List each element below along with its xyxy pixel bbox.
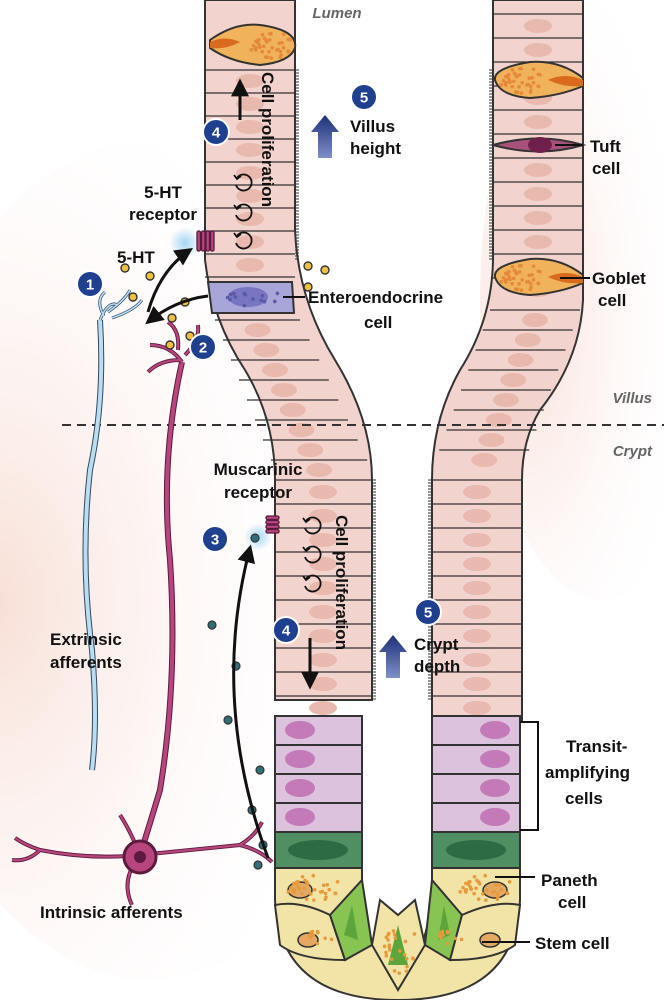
serotonin-receptor-label-line1: 5-HT [144, 183, 182, 202]
villus-height-up-arrow [311, 115, 339, 158]
cell-proliferation-label-bottom: Cell proliferation [332, 515, 351, 650]
serotonin-to-receptor-arrow [146, 248, 193, 313]
step-3-number: 3 [211, 532, 219, 549]
crypt-depth-up-arrow [379, 635, 407, 678]
step-4-number-top: 4 [212, 125, 221, 142]
region-villus-label: Villus [613, 390, 652, 407]
muscarinic-receptor [265, 515, 280, 534]
intrinsic-afferents-label: Intrinsic afferents [40, 903, 183, 922]
leader-lines [283, 144, 590, 943]
goblet-cell-label-line2: cell [598, 291, 626, 310]
transit-amplifying-label-line2: amplifying [545, 763, 630, 782]
villus-height-label-line2: height [350, 139, 401, 158]
muscarinic-receptor-label-line2: receptor [224, 483, 292, 502]
enteroendocrine-label-line1: Enteroendocrine [308, 288, 443, 307]
left-villus-cells [205, 69, 372, 715]
acetylcholine-particles [207, 533, 268, 870]
serotonin-label: 5-HT [117, 248, 155, 267]
crypt-base [273, 715, 522, 1000]
dark-stem-nucleus-right [446, 840, 506, 860]
serotonin-receptor-label-line2: receptor [129, 205, 197, 224]
step-2-number: 2 [199, 340, 207, 357]
tuft-cell-label-line2: cell [592, 159, 620, 178]
step-1-number: 1 [86, 277, 94, 294]
goblet-cell-right-top [493, 60, 584, 100]
extrinsic-afferents-label-line2: afferents [50, 653, 122, 672]
step-5-badge-bottom: 5 [414, 598, 442, 626]
goblet-cell-top-left [209, 23, 297, 67]
enteroendocrine-cell [206, 281, 296, 314]
step-5-number-bottom: 5 [424, 605, 432, 622]
step-4-badge-top: 4 [202, 118, 230, 146]
serotonin-receptor [196, 230, 215, 252]
region-crypt-label: Crypt [613, 443, 653, 460]
acetylcholine-arrow [232, 544, 270, 859]
region-lumen-label: Lumen [312, 5, 361, 22]
stem-cell-label: Stem cell [535, 934, 610, 953]
muscarinic-receptor-label-line1: Muscarinic [214, 460, 303, 479]
tuft-cell-label-line1: Tuft [590, 137, 621, 156]
step-3-badge: 3 [201, 525, 229, 553]
brush-border [295, 69, 493, 700]
paneth-cell-label-line2: cell [558, 893, 586, 912]
transit-amplifying-right [431, 715, 521, 833]
transit-amplifying-label-line1: Transit- [566, 737, 627, 756]
step-1-badge: 1 [76, 270, 104, 298]
goblet-cell-label-line1: Goblet [592, 269, 646, 288]
cell-proliferation-label-top: Cell proliferation [258, 72, 277, 207]
crypt-depth-label-line2: depth [414, 657, 460, 676]
step-2-badge: 2 [189, 333, 217, 361]
ee-release-arrow [145, 294, 209, 325]
extrinsic-afferent-neuron [82, 289, 144, 771]
villus-height-label-line1: Villus [350, 117, 395, 136]
serotonin-particles [120, 261, 330, 350]
step-4-number-bottom: 4 [282, 623, 291, 640]
right-villus-cells [432, 13, 583, 715]
transit-amplifying-label-line3: cells [565, 789, 603, 808]
paneth-cell-label-line1: Paneth [541, 871, 598, 890]
transit-amplifying-left [274, 715, 363, 833]
step-4-badge-bottom: 4 [272, 616, 300, 644]
enteroendocrine-label-line2: cell [364, 313, 392, 332]
step-5-badge-top: 5 [350, 83, 378, 111]
proliferation-cycle-icons [233, 173, 322, 593]
crypt-depth-label-line1: Crypt [414, 635, 459, 654]
dark-stem-nucleus-left [288, 840, 348, 860]
extrinsic-afferents-label-line1: Extrinsic [50, 630, 122, 649]
step-5-number-top: 5 [360, 90, 368, 107]
